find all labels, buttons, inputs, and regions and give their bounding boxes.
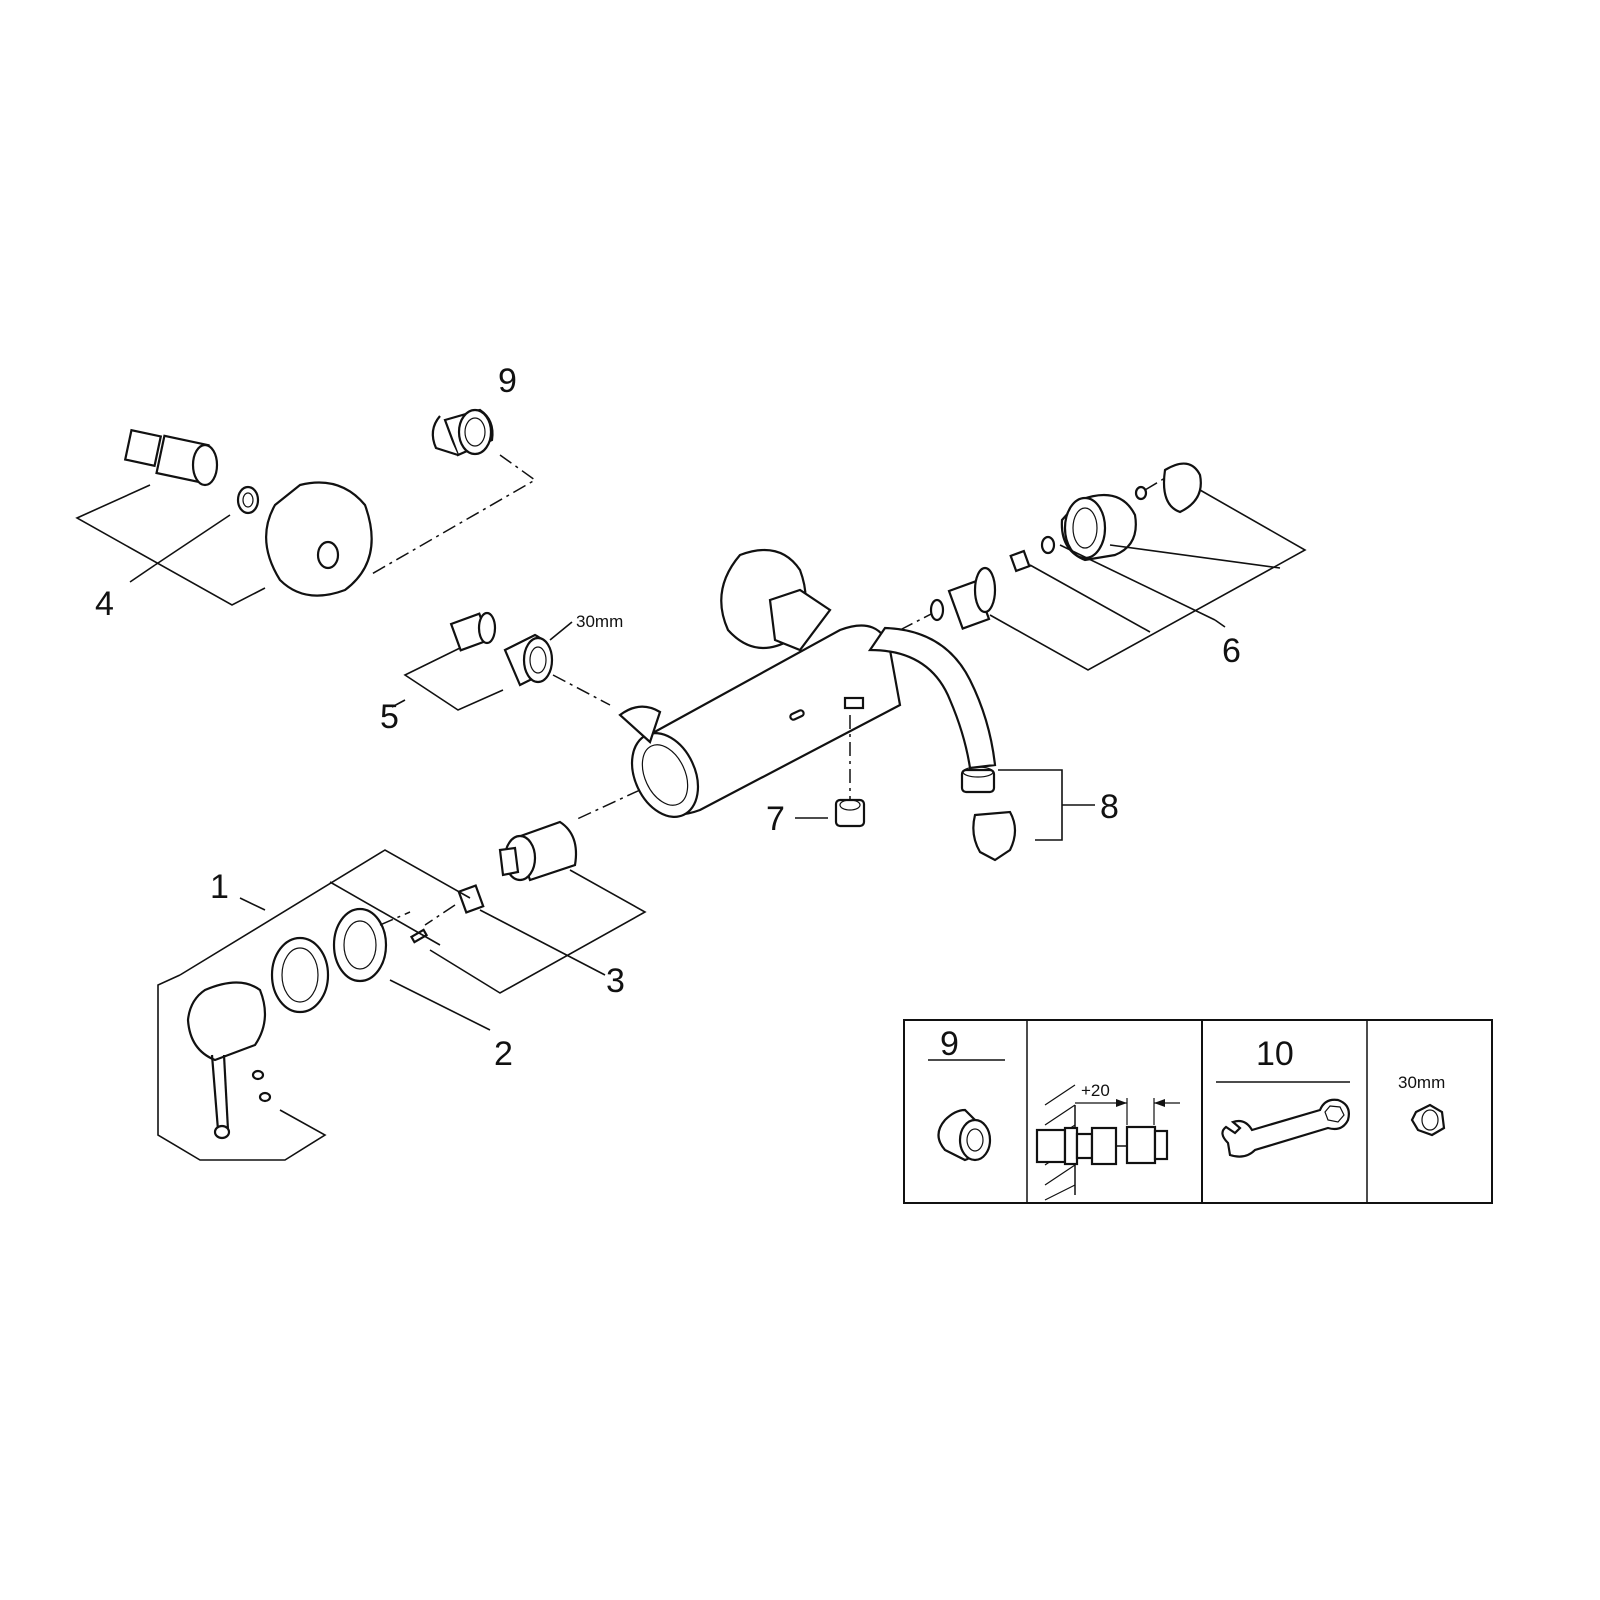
callout-9: 9	[498, 362, 517, 400]
part-9-extension	[431, 408, 494, 457]
part-3-cartridge	[409, 820, 578, 944]
box-extension-dimension-drawing: +20	[1035, 1081, 1180, 1201]
faucet-body	[618, 548, 997, 818]
box-nut-size-label: 30mm	[1398, 1073, 1445, 1092]
part-8-aerator	[960, 766, 1017, 862]
accessory-box: 9 +20 10	[903, 1019, 1493, 1204]
extension-dimension-label: +20	[1081, 1081, 1110, 1100]
part-6-diverter	[929, 462, 1202, 630]
part-1-lever-handle	[186, 981, 272, 1140]
part-5-eccentric-nut	[449, 611, 554, 687]
box-extension-icon	[937, 1108, 992, 1162]
part-7-plug	[834, 798, 866, 828]
callout-5: 5	[380, 698, 399, 736]
callout-7: 7	[766, 800, 785, 838]
callout-8: 8	[1100, 788, 1119, 826]
part-2-escutcheon	[270, 907, 388, 1014]
callout-2: 2	[494, 1035, 513, 1073]
callout-1: 1	[210, 868, 229, 906]
hex-nut-icon	[1410, 1103, 1446, 1137]
callout-6: 6	[1222, 632, 1241, 670]
nut-size-label: 30mm	[576, 612, 623, 631]
box-panel-10-label: 10	[1256, 1035, 1294, 1073]
callout-4: 4	[95, 585, 114, 623]
wrench-icon	[1221, 1098, 1350, 1158]
callout-3: 3	[606, 962, 625, 1000]
box-panel-9-label: 9	[940, 1025, 959, 1063]
part-4-connector	[123, 428, 373, 597]
